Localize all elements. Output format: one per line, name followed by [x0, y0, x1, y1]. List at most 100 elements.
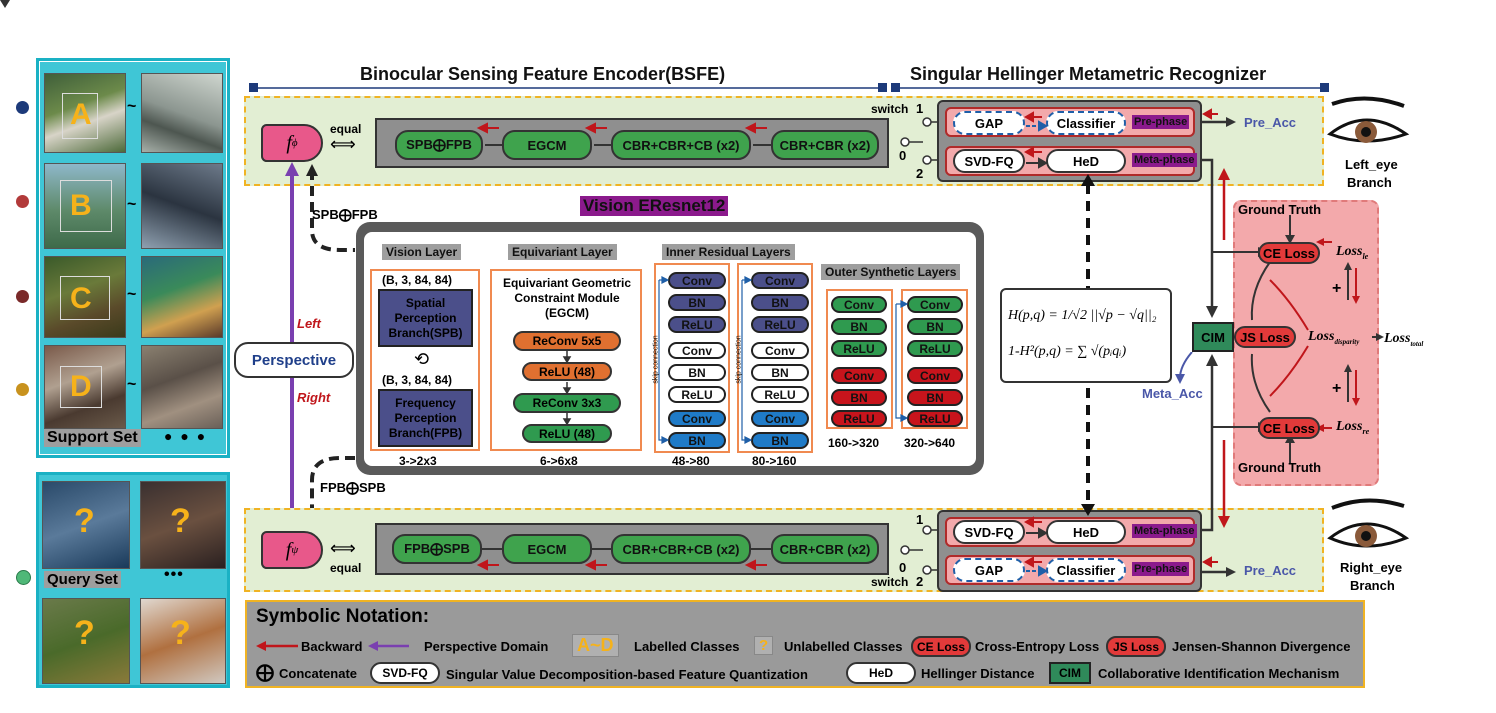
class-box-d [60, 366, 102, 408]
os1-conv1: Conv [831, 296, 887, 313]
query-mark-3: ? [74, 614, 95, 652]
legend-cim-desc: Collaborative Identification Mechanism [1098, 666, 1340, 681]
vision-title: Vision EResnet12 [580, 196, 729, 216]
ir-dims-2: 80->160 [752, 454, 797, 468]
bottom-gap: GAP [953, 558, 1025, 582]
top-block-cbr1: CBR+CBR+CB (x2) [611, 130, 751, 160]
bottom-pre-acc-arrow [1202, 567, 1236, 577]
query-photo-2 [140, 481, 226, 569]
tilde-a: ~ [127, 98, 137, 115]
ir2-conv1: Conv [751, 272, 809, 289]
support-photo-a1 [44, 73, 126, 153]
outer-frame-2 [901, 289, 968, 429]
inner-residual-title: Inner Residual Layers [662, 244, 795, 260]
left-eye-label1: Left_eye [1345, 157, 1398, 172]
class-dot-d [16, 383, 29, 396]
os2-conv2: Conv [907, 367, 963, 384]
ground-truth-bottom: Ground Truth [1238, 460, 1322, 475]
top-block-cbr2: CBR+CBR (x2) [771, 130, 879, 160]
legend-hed-tag: HeD [846, 662, 916, 684]
hellinger-formula: H(p,q) = 1/√2 ||√p − √q||₂ [1008, 308, 1157, 323]
ir1-bn2: BN [668, 364, 726, 381]
class-letter-a: A [70, 98, 92, 131]
bsfe-title: Binocular Sensing Feature Encoder(BSFE) [360, 64, 726, 84]
legend-ce-desc: Cross-Entropy Loss [975, 639, 1100, 654]
loss-disparity: Lossdisparity [1308, 329, 1360, 346]
query-set-label: Query Set [44, 571, 121, 588]
os1-relu1: ReLU [831, 340, 887, 357]
vision-dims: 3->2x3 [399, 454, 437, 468]
os-dims-1: 160->320 [828, 436, 880, 450]
bottom-pre-phase-tag: Pre-phase [1132, 562, 1190, 576]
support-photo-c2 [141, 256, 223, 338]
js-loss: JS Loss [1234, 326, 1296, 348]
legend-q-tag: ? [754, 636, 774, 655]
class-box-b [60, 180, 112, 232]
hellinger-sum-formula: 1-H²(p,q) = ∑ √(pᵢqᵢ) [1008, 344, 1127, 359]
equivariant-layer-title: Equivariant Layer [508, 244, 617, 260]
vision-layer-title: Vision Layer [382, 244, 462, 260]
legend-unlabelled: Unlabelled Classes [784, 639, 903, 654]
title-rule [249, 83, 1329, 92]
top-recognizer-arrows [1023, 108, 1218, 169]
query-photo-3 [42, 598, 130, 684]
ir1-bn1: BN [668, 294, 726, 311]
spb-box: Spatial Perception Branch(SPB) [378, 289, 473, 347]
plus-top: + [1332, 280, 1342, 297]
outer-frame-1 [826, 289, 893, 429]
loss-le: Lossle [1336, 244, 1369, 261]
tilde-b: ~ [127, 196, 137, 213]
egcm-reconv3: ReConv 3x3 [513, 393, 621, 413]
legend-hed-desc: Hellinger Distance [921, 666, 1035, 681]
skip-connection-lines [658, 276, 753, 444]
bottom-recognizer-arrows [1023, 516, 1218, 577]
query-photo-4 [140, 598, 226, 684]
os2-bn1: BN [907, 318, 963, 335]
support-more-dots: ● ● ● [164, 428, 208, 444]
top-backward-arrows [476, 122, 771, 146]
equivariant-frame [490, 269, 642, 451]
legend-ce-tag: CE Loss [911, 636, 971, 657]
ir1-bn3: BN [668, 432, 726, 449]
vision-shape-2: (B, 3, 84, 84) [382, 373, 453, 387]
ir1-relu2: ReLU [668, 386, 726, 403]
top-equal-arrow: ⟺ [330, 134, 356, 154]
bottom-block-cbr1: CBR+CBR+CB (x2) [611, 534, 751, 564]
bottom-svd: SVD-FQ [953, 520, 1025, 544]
top-block-concat: SPB⨁FPB [395, 130, 483, 160]
os1-conv2: Conv [831, 367, 887, 384]
bottom-pre-acc: Pre_Acc [1244, 563, 1297, 578]
inner-residual-frame-2 [737, 263, 813, 453]
bottom-switch-1: 1 [916, 512, 924, 527]
egcm-relu2: ReLU (48) [522, 424, 612, 443]
vision-shape-1: (B, 3, 84, 84) [382, 273, 453, 287]
top-block-egcm: EGCM [502, 130, 592, 160]
cim-box: CIM [1192, 322, 1234, 352]
os1-relu2: ReLU [831, 410, 887, 427]
bottom-backward-arrows [476, 548, 771, 571]
skip-label-2: skip connection [735, 335, 743, 384]
perspective-left: Left [297, 316, 321, 331]
os1-bn1: BN [831, 318, 887, 335]
legend-arrows [256, 641, 409, 651]
ir1-conv2: Conv [668, 342, 726, 359]
top-meta-phase-tag: Meta-phase [1132, 153, 1197, 167]
top-pre-acc: Pre_Acc [1244, 115, 1297, 130]
shmr-title: Singular Hellinger Metametric Recognizer [910, 64, 1267, 84]
top-switch-2: 2 [916, 166, 924, 181]
perspective-right: Right [297, 390, 331, 405]
inner-residual-frame-1 [654, 263, 730, 453]
tilde-c: ~ [127, 286, 137, 303]
bottom-switch-label: switch [871, 575, 909, 589]
ir1-conv3: Conv [668, 410, 726, 427]
legend-labelled: Labelled Classes [634, 639, 740, 654]
right-eye-label2: Branch [1350, 578, 1395, 593]
class-letter-b: B [70, 189, 92, 222]
os2-conv1: Conv [907, 296, 963, 313]
os2-relu2: ReLU [907, 410, 963, 427]
left-eye-label2: Branch [1347, 175, 1392, 190]
top-svd: SVD-FQ [953, 149, 1025, 173]
top-hed: HeD [1046, 149, 1126, 173]
bottom-block-concat: FPB⨁SPB [392, 534, 482, 564]
ir2-conv2: Conv [751, 342, 809, 359]
